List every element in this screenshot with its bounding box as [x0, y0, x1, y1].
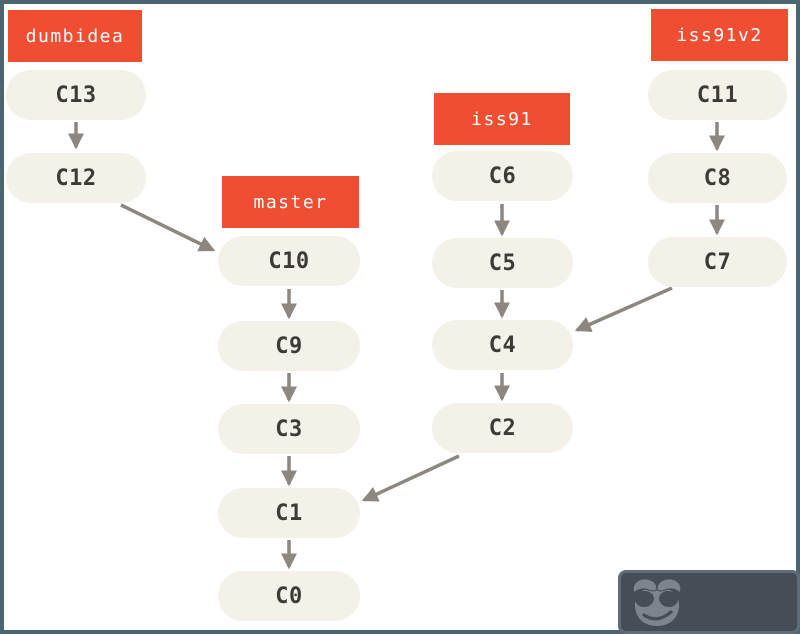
- branch-label-iss91: iss91: [434, 93, 570, 145]
- commit-node-c0: C0: [218, 571, 360, 621]
- commit-node-c13: C13: [6, 70, 146, 120]
- sunglasses-smiley-icon: [632, 578, 682, 626]
- commit-node-c1: C1: [218, 488, 360, 538]
- commit-node-c3: C3: [218, 404, 360, 454]
- commit-node-c8: C8: [648, 153, 787, 203]
- arrow-c7-to-c4: [574, 286, 673, 332]
- branch-label-dumbidea: dumbidea: [8, 10, 142, 62]
- commit-node-c10: C10: [218, 236, 360, 286]
- arrow-c12-to-c10: [120, 203, 216, 252]
- branch-label-master: master: [222, 176, 359, 228]
- arrow-c2-to-c1: [361, 454, 460, 502]
- commit-node-c11: C11: [648, 70, 787, 120]
- commit-node-c12: C12: [6, 153, 146, 203]
- commit-node-c4: C4: [432, 320, 573, 370]
- commit-node-c7: C7: [648, 237, 787, 287]
- mascot-watermark: [618, 570, 800, 634]
- commit-node-c6: C6: [432, 151, 573, 201]
- commit-node-c9: C9: [218, 321, 360, 371]
- branch-label-iss91v2: iss91v2: [651, 9, 788, 61]
- commit-node-c5: C5: [432, 238, 573, 288]
- commit-node-c2: C2: [432, 403, 573, 453]
